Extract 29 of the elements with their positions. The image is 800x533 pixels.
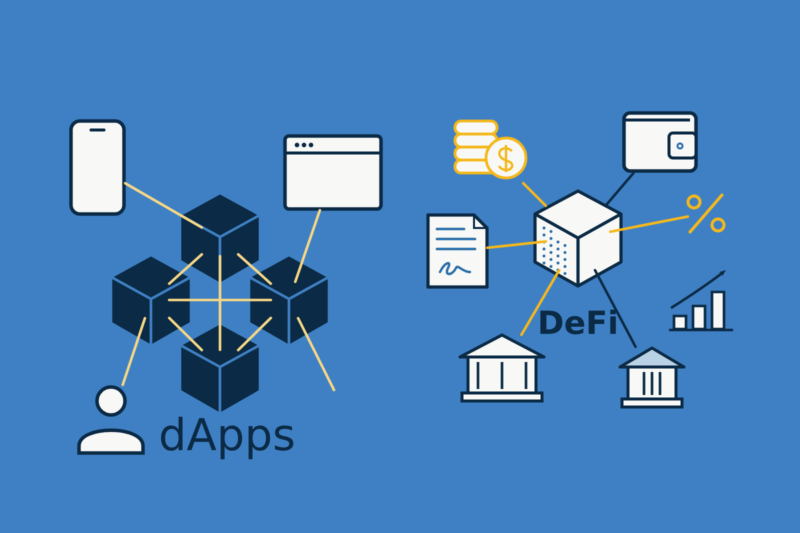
connector-line	[520, 268, 560, 336]
connector-line	[522, 182, 548, 208]
percent-drawing	[686, 194, 726, 234]
connector-line	[594, 268, 637, 348]
connector-line	[236, 253, 272, 285]
wallet-drawing	[622, 111, 698, 173]
connector-line	[124, 182, 204, 229]
coins-drawing	[454, 120, 528, 180]
connector-line	[604, 172, 635, 208]
dapps-title: dApps	[161, 416, 294, 460]
contract-document-drawing	[426, 213, 489, 289]
phone-drawing	[69, 119, 126, 216]
connector-line	[168, 253, 204, 285]
connector-line	[168, 316, 204, 352]
bank-drawing	[618, 346, 686, 408]
defi-cube-drawing	[533, 189, 623, 288]
growth-chart-drawing	[669, 270, 733, 332]
person-drawing	[77, 385, 145, 455]
connector-line	[296, 316, 336, 392]
bank-drawing	[458, 334, 546, 402]
connector-line	[236, 316, 272, 352]
defi-title: DeFi	[540, 310, 616, 334]
connector-line	[608, 215, 690, 234]
connector-line	[218, 254, 222, 352]
connector-line	[486, 240, 548, 250]
connector-line	[294, 208, 322, 284]
connector-line	[121, 316, 146, 386]
connector-line	[168, 298, 272, 302]
browser-window-drawing	[283, 134, 383, 211]
